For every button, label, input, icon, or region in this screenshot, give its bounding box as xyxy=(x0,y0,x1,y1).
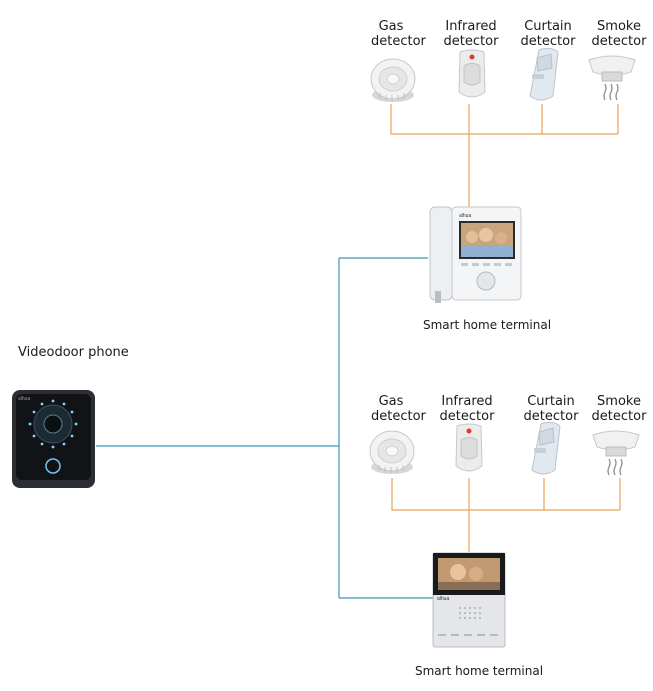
svg-text:alhua: alhua xyxy=(437,596,449,602)
bus-wire xyxy=(96,257,433,599)
smoke-detector-icon xyxy=(592,430,640,476)
pir-sensor-icon xyxy=(455,423,483,472)
curtain-sensor-icon xyxy=(529,47,559,101)
svg-text:alhua: alhua xyxy=(459,213,471,219)
smoke-detector-round-icon xyxy=(369,430,415,474)
smart-home-terminal-2: alhua xyxy=(432,552,506,648)
detector-wire xyxy=(390,104,621,552)
video-door-phone-label: Videodoor phone xyxy=(18,345,129,360)
pir-sensor-icon xyxy=(458,49,486,98)
terminal-label-2: Smart home terminal xyxy=(414,664,544,678)
curtain-sensor-icon xyxy=(531,421,561,475)
video-door-phone-icon: alhua xyxy=(12,390,95,488)
smoke-detector-icon xyxy=(588,55,636,101)
smart-home-terminal-1: alhua xyxy=(429,206,522,303)
terminal-label-1: Smart home terminal xyxy=(422,318,552,332)
smoke-detector-round-icon xyxy=(370,58,416,102)
svg-text:alhua: alhua xyxy=(18,396,30,402)
